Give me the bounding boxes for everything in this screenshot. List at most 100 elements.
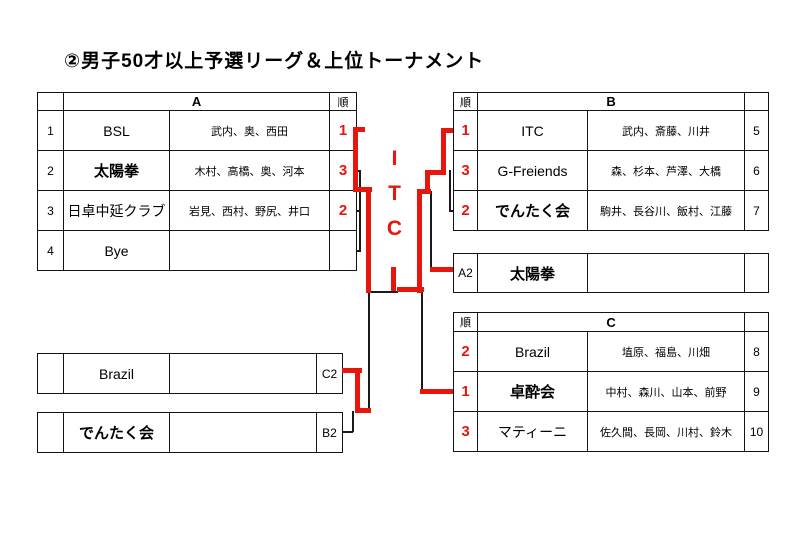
seed-number: 2 — [37, 150, 64, 191]
rank-value: 1 — [453, 371, 478, 412]
team-name: Brazil — [477, 331, 588, 372]
slot-label: C2 — [316, 353, 343, 394]
winner-path-line — [417, 189, 422, 293]
empty-cell — [169, 412, 317, 453]
team-members — [168, 230, 331, 271]
team-name: 太陽拳 — [477, 253, 588, 293]
group-a-rank-header: 順 — [329, 92, 358, 111]
draw-number: 10 — [744, 411, 770, 452]
team-members: 武内、奥、西田 — [168, 110, 331, 151]
winner-path-line — [441, 128, 446, 175]
slot-b2-row: でんたく会 B2 — [37, 412, 343, 453]
team-name: Brazil — [63, 353, 170, 394]
team-name: 日卓中延クラブ — [63, 190, 170, 231]
draw-number: 8 — [744, 331, 770, 372]
table-row: 3 マティーニ 佐久間、長岡、川村、鈴木 10 — [453, 411, 770, 452]
team-members: 佐久間、長岡、川村、鈴木 — [586, 411, 746, 452]
table-row: 1 ITC 武内、斎藤、川井 5 — [453, 110, 770, 151]
team-members: 森、杉本、芦澤、大橋 — [586, 150, 746, 191]
group-a-corner-cell — [37, 92, 64, 111]
team-name: でんたく会 — [63, 412, 170, 453]
group-c-rank-header: 順 — [453, 312, 478, 332]
winner-path-line — [441, 128, 453, 133]
bracket-line — [368, 292, 370, 413]
table-row: 4 Bye — [37, 230, 358, 271]
team-members: 駒井、長谷川、飯村、江藤 — [586, 190, 746, 231]
champion-letter: T — [388, 182, 401, 205]
table-row: 2 でんたく会 駒井、長谷川、飯村、江藤 7 — [453, 190, 770, 231]
team-name: でんたく会 — [477, 190, 588, 231]
winner-path-line — [425, 170, 430, 194]
bracket-line — [356, 170, 361, 172]
table-row: 1 BSL 武内、奥、西田 1 — [37, 110, 358, 151]
rank-value: 3 — [453, 411, 478, 452]
winner-path-line — [397, 287, 424, 292]
winner-path-line — [353, 127, 365, 132]
draw-number: 6 — [744, 150, 770, 191]
bracket-line — [356, 210, 361, 212]
rank-value: 1 — [453, 110, 478, 151]
group-b-rank-header: 順 — [453, 92, 478, 111]
empty-cell — [37, 412, 64, 453]
slot-label: B2 — [316, 412, 343, 453]
group-c-header: C — [476, 312, 746, 332]
draw-number: 5 — [744, 110, 770, 151]
team-name: 卓酔会 — [477, 371, 588, 412]
winner-path-line — [353, 187, 372, 192]
slot-a2-row: A2 太陽拳 — [453, 253, 769, 293]
empty-cell — [37, 353, 64, 394]
bracket-line — [368, 291, 398, 293]
group-b-table: 順 B 1 ITC 武内、斎藤、川井 5 3 G-Freiends 森、杉本、芦… — [453, 92, 770, 231]
bracket-line — [352, 411, 354, 432]
team-name: マティーニ — [477, 411, 588, 452]
group-a-table: A 順 1 BSL 武内、奥、西田 1 2 太陽拳 木村、高橋、奥、河本 3 3… — [37, 92, 358, 271]
rank-value: 3 — [453, 150, 478, 191]
champion-letter: I — [391, 147, 398, 170]
bracket-line — [356, 250, 361, 252]
rank-value: 2 — [453, 331, 478, 372]
empty-cell — [169, 353, 317, 394]
rank-value: 2 — [329, 190, 358, 231]
table-row: 3 日卓中延クラブ 岩見、西村、野尻、井口 2 — [37, 190, 358, 231]
slot-c2-row: Brazil C2 — [37, 353, 343, 394]
seed-number: 1 — [37, 110, 64, 151]
team-members: 岩見、西村、野尻、井口 — [168, 190, 331, 231]
winner-path-line — [355, 368, 360, 413]
winner-path-line — [342, 368, 362, 373]
winner-path-line — [353, 127, 358, 192]
team-name: G-Freiends — [477, 150, 588, 191]
empty-cell — [744, 253, 769, 293]
champion-letter: C — [386, 217, 403, 240]
winner-path-line — [366, 187, 371, 293]
team-members: 中村、森川、山本、前野 — [586, 371, 746, 412]
empty-cell — [587, 253, 745, 293]
winner-path-line — [391, 267, 396, 291]
winner-path-line — [355, 408, 371, 413]
team-members: 武内、斎藤、川井 — [586, 110, 746, 151]
team-name: BSL — [63, 110, 170, 151]
table-row: 3 G-Freiends 森、杉本、芦澤、大橋 6 — [453, 150, 770, 191]
rank-value: 2 — [453, 190, 478, 231]
rank-value: 1 — [329, 110, 358, 151]
table-row: 2 太陽拳 木村、高橋、奥、河本 3 — [37, 150, 358, 191]
champion-label: I T C — [382, 141, 407, 246]
table-row: 2 Brazil 埴原、福島、川畑 8 — [453, 331, 770, 372]
draw-number: 9 — [744, 371, 770, 412]
group-b-corner-cell — [744, 92, 770, 111]
group-a-header: A — [62, 92, 331, 111]
winner-path-line — [420, 389, 453, 394]
bracket-line — [342, 431, 353, 433]
bracket-line — [449, 170, 451, 211]
team-name: 太陽拳 — [63, 150, 170, 191]
seed-number: 4 — [37, 230, 64, 271]
bracket-line — [430, 191, 432, 269]
seed-number: 3 — [37, 190, 64, 231]
table-row: 1 卓酔会 中村、森川、山本、前野 9 — [453, 371, 770, 412]
team-members: 木村、高橋、奥、河本 — [168, 150, 331, 191]
winner-path-line — [425, 170, 446, 175]
group-c-corner-cell — [744, 312, 770, 332]
team-members: 埴原、福島、川畑 — [586, 331, 746, 372]
bracket-line — [421, 292, 423, 392]
group-b-header: B — [476, 92, 746, 111]
